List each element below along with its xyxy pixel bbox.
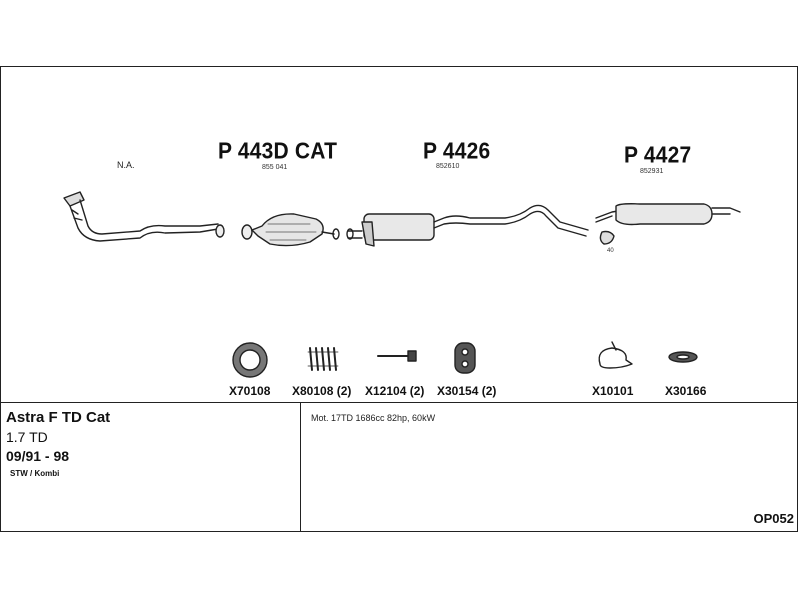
vehicle-model: Astra F TD Cat xyxy=(6,409,111,426)
reference-code: OP052 xyxy=(753,511,794,526)
cat-sub-number: 855 041 xyxy=(262,164,288,171)
middle-sub-number: 852610 xyxy=(436,163,460,170)
middle-silencer-drawing xyxy=(346,204,589,247)
clamp-icon xyxy=(598,341,633,369)
accessory-code: X70108 xyxy=(229,384,271,398)
bolt-icon xyxy=(377,350,417,362)
rear-part-number: P 4427 xyxy=(624,143,692,168)
vehicle-info-panel: Astra F TD Cat 1.7 TD 09/91 - 98 STW / K… xyxy=(0,402,301,532)
rubber-mount-icon xyxy=(454,342,476,374)
rubber-ring-icon xyxy=(668,351,698,363)
accessory-code: X80108 (2) xyxy=(292,384,352,398)
accessory-code: X10101 xyxy=(592,384,634,398)
engine-spec: Mot. 17TD 1686cc 82hp, 60kW xyxy=(311,413,436,423)
catalytic-converter-drawing xyxy=(241,213,340,247)
middle-part-number: P 4426 xyxy=(423,139,491,164)
front-pipe-drawing xyxy=(63,191,225,242)
diagram-frame xyxy=(0,66,798,532)
not-available-label: N.A. xyxy=(117,160,135,170)
accessory-code: X12104 (2) xyxy=(365,384,425,398)
rear-silencer-drawing xyxy=(595,203,741,245)
rear-sub-number: 852931 xyxy=(640,168,664,175)
engine-info-panel: Mot. 17TD 1686cc 82hp, 60kW OP052 xyxy=(301,402,798,532)
accessory-code: X30166 xyxy=(665,384,707,398)
ring-gasket-icon xyxy=(232,342,268,378)
vehicle-body: STW / Kombi xyxy=(10,469,60,478)
hanger-label: 40 xyxy=(607,248,614,254)
vehicle-years: 09/91 - 98 xyxy=(6,448,70,464)
accessory-code: X30154 (2) xyxy=(437,384,497,398)
spring-icon xyxy=(307,347,339,371)
cat-part-number: P 443D CAT xyxy=(218,139,338,164)
vehicle-engine: 1.7 TD xyxy=(6,429,48,445)
